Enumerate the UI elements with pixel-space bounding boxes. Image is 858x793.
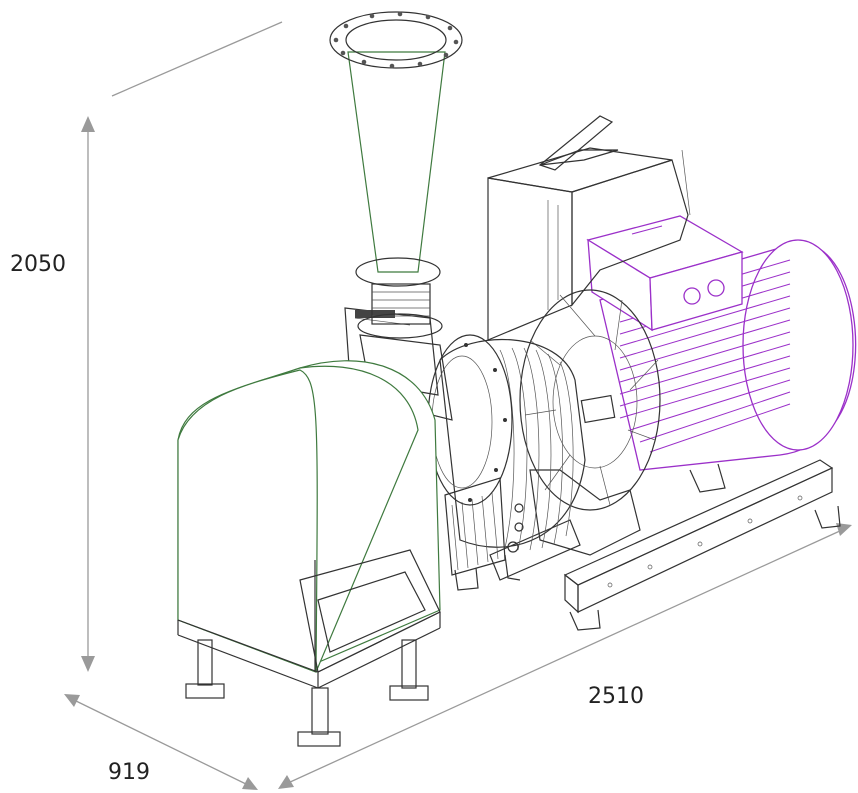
width-dimension xyxy=(64,694,258,790)
length-dimension-label: 2510 xyxy=(588,684,644,709)
height-dimension-label: 2050 xyxy=(10,252,66,277)
support-legs xyxy=(185,639,429,747)
terminal-box xyxy=(586,215,744,332)
coupling-guard xyxy=(519,289,661,556)
inlet-silencer xyxy=(177,360,441,689)
control-cabinet xyxy=(487,115,691,341)
inlet-cone xyxy=(329,11,463,339)
base-frame xyxy=(489,459,841,631)
inlet-flange xyxy=(427,334,513,506)
top-reference-line xyxy=(111,21,283,97)
blower-body xyxy=(439,338,586,591)
electric-motor xyxy=(586,215,857,493)
height-dimension xyxy=(81,116,95,672)
width-dimension-label: 919 xyxy=(108,760,150,785)
